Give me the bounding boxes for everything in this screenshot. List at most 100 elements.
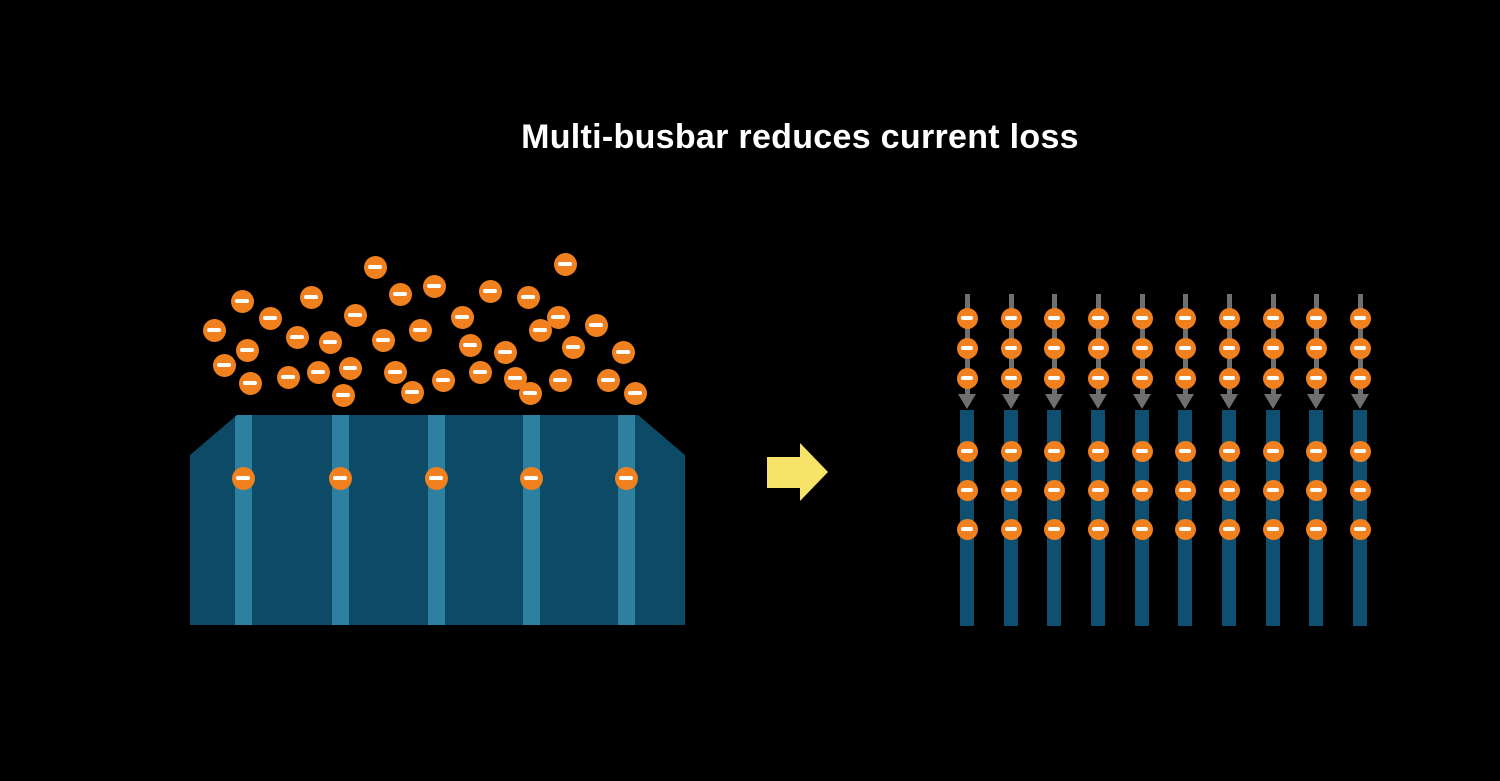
bar-electron-icon xyxy=(1349,440,1371,462)
cloud-electron-icon xyxy=(202,318,226,342)
busbar-electron-icon xyxy=(328,466,352,490)
cloud-electron-icon xyxy=(596,368,620,392)
flow-electron-icon xyxy=(1087,307,1109,329)
transition-arrow-shaft xyxy=(767,456,800,488)
flow-electron-icon xyxy=(1000,307,1022,329)
flow-electron-icon xyxy=(1131,307,1153,329)
bar-electron-icon xyxy=(1087,518,1109,540)
cloud-electron-icon xyxy=(553,252,577,276)
cloud-electron-icon xyxy=(422,274,446,298)
cloud-electron-icon xyxy=(458,333,482,357)
bar-electron-icon xyxy=(1349,518,1371,540)
multi-busbar-bar xyxy=(1266,410,1280,626)
down-arrow-head-icon xyxy=(1220,394,1238,409)
cloud-electron-icon xyxy=(388,282,412,306)
bar-electron-icon xyxy=(1218,518,1240,540)
bar-electron-icon xyxy=(1174,479,1196,501)
cloud-electron-icon xyxy=(371,328,395,352)
flow-electron-icon xyxy=(1087,337,1109,359)
down-arrow-head-icon xyxy=(958,394,976,409)
cloud-electron-icon xyxy=(318,330,342,354)
busbar-electron-icon xyxy=(424,466,448,490)
flow-electron-icon xyxy=(1043,367,1065,389)
bar-electron-icon xyxy=(956,479,978,501)
cloud-electron-icon xyxy=(584,313,608,337)
cloud-electron-icon xyxy=(258,306,282,330)
bar-electron-icon xyxy=(1131,440,1153,462)
cloud-electron-icon xyxy=(338,356,362,380)
bar-electron-icon xyxy=(1000,479,1022,501)
cloud-electron-icon xyxy=(518,381,542,405)
flow-electron-icon xyxy=(1000,337,1022,359)
flow-electron-icon xyxy=(956,307,978,329)
cloud-electron-icon xyxy=(238,371,262,395)
bar-electron-icon xyxy=(1218,479,1240,501)
bar-electron-icon xyxy=(1305,479,1327,501)
bar-electron-icon xyxy=(1349,479,1371,501)
cloud-electron-icon xyxy=(212,353,236,377)
bar-electron-icon xyxy=(1087,479,1109,501)
flow-electron-icon xyxy=(1131,367,1153,389)
flow-electron-icon xyxy=(1218,307,1240,329)
cloud-electron-icon xyxy=(306,360,330,384)
multi-busbar-bar xyxy=(1135,410,1149,626)
cloud-electron-icon xyxy=(546,305,570,329)
cloud-electron-icon xyxy=(516,285,540,309)
flow-electron-icon xyxy=(1218,367,1240,389)
cloud-electron-icon xyxy=(383,360,407,384)
bar-electron-icon xyxy=(1262,479,1284,501)
cloud-electron-icon xyxy=(276,365,300,389)
multi-busbar-bar xyxy=(1004,410,1018,626)
transition-arrow-head xyxy=(800,443,828,501)
down-arrow-head-icon xyxy=(1307,394,1325,409)
flow-electron-icon xyxy=(1043,337,1065,359)
busbar-electron-icon xyxy=(614,466,638,490)
flow-electron-icon xyxy=(1349,307,1371,329)
down-arrow-head-icon xyxy=(1264,394,1282,409)
cloud-electron-icon xyxy=(343,303,367,327)
flow-electron-icon xyxy=(1000,367,1022,389)
flow-electron-icon xyxy=(1262,307,1284,329)
flow-electron-icon xyxy=(1349,367,1371,389)
flow-electron-icon xyxy=(1349,337,1371,359)
bar-electron-icon xyxy=(1043,440,1065,462)
bar-electron-icon xyxy=(1262,440,1284,462)
cloud-electron-icon xyxy=(400,380,424,404)
flow-electron-icon xyxy=(956,367,978,389)
flow-electron-icon xyxy=(1262,337,1284,359)
bar-electron-icon xyxy=(1087,440,1109,462)
down-arrow-head-icon xyxy=(1351,394,1369,409)
bar-electron-icon xyxy=(1305,518,1327,540)
bar-electron-icon xyxy=(1043,518,1065,540)
cloud-electron-icon xyxy=(493,340,517,364)
cloud-electron-icon xyxy=(299,285,323,309)
cloud-electron-icon xyxy=(561,335,585,359)
multi-busbar-bar xyxy=(960,410,974,626)
cloud-electron-icon xyxy=(331,383,355,407)
flow-electron-icon xyxy=(1131,337,1153,359)
cloud-electron-icon xyxy=(528,318,552,342)
flow-electron-icon xyxy=(1043,307,1065,329)
flow-electron-icon xyxy=(1305,307,1327,329)
bar-electron-icon xyxy=(1000,440,1022,462)
cloud-electron-icon xyxy=(230,289,254,313)
cloud-electron-icon xyxy=(408,318,432,342)
multi-busbar-bar xyxy=(1047,410,1061,626)
flow-electron-icon xyxy=(1218,337,1240,359)
down-arrow-head-icon xyxy=(1133,394,1151,409)
cloud-electron-icon xyxy=(468,360,492,384)
flow-electron-icon xyxy=(956,337,978,359)
flow-electron-icon xyxy=(1305,367,1327,389)
bar-electron-icon xyxy=(1174,518,1196,540)
down-arrow-head-icon xyxy=(1045,394,1063,409)
cloud-electron-icon xyxy=(478,279,502,303)
bar-electron-icon xyxy=(956,518,978,540)
flow-electron-icon xyxy=(1174,307,1196,329)
multi-busbar-bar xyxy=(1091,410,1105,626)
cloud-electron-icon xyxy=(548,368,572,392)
diagram-title: Multi-busbar reduces current loss xyxy=(521,118,1079,156)
